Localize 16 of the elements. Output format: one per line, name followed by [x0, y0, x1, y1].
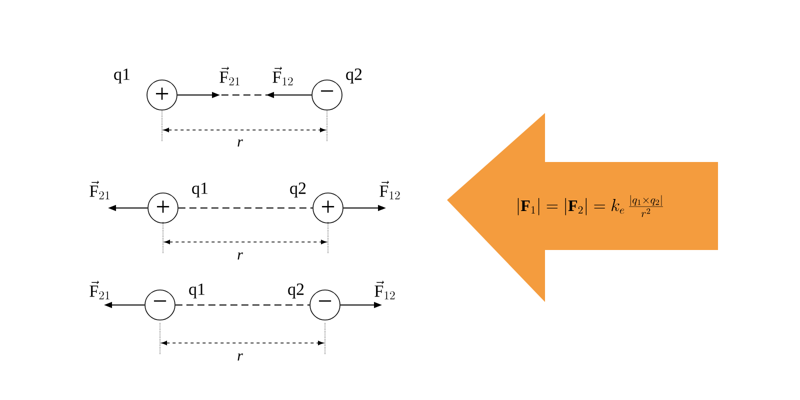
force-label: $\vec{\mathrm{F}}_{21}$: [90, 180, 110, 200]
charge-label: q2: [290, 182, 306, 198]
force-label: $\vec{\mathrm{F}}_{12}$: [380, 180, 400, 200]
charge-label: q1: [189, 284, 204, 298]
charge-label: q1: [192, 182, 208, 198]
force-label: $\vec{\mathrm{F}}_{12}$: [272, 66, 293, 86]
force-label: $\vec{\mathrm{F}}_{21}$: [90, 280, 110, 300]
charge-label: q1: [114, 68, 130, 84]
charge-label: q2: [346, 68, 362, 84]
distance-label: r: [238, 139, 243, 147]
force-label: $\vec{\mathrm{F}}_{21}$: [220, 66, 240, 86]
connecting-line: [174, 304, 310, 306]
distance-label: r: [238, 252, 243, 260]
distance-label: r: [238, 353, 243, 361]
force-label: $\vec{\mathrm{F}}_{12}$: [374, 280, 395, 300]
charge-label: q2: [288, 284, 304, 298]
